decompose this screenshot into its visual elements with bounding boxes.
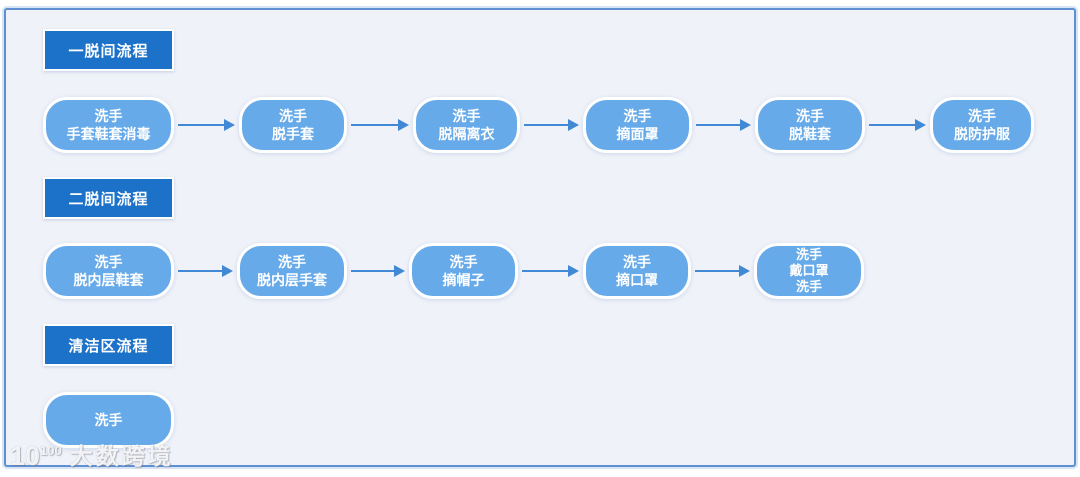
arrow-icon <box>695 265 750 277</box>
flow-node-label: 脱鞋套 <box>789 126 831 142</box>
flow-node-label: 洗手 <box>623 108 652 124</box>
flow-node-s1-1: 洗手手套鞋套消毒 <box>43 97 174 153</box>
flow-node-label: 戴口罩 <box>789 263 829 278</box>
arrow-icon <box>696 119 751 131</box>
flow-node-label: 洗手 <box>279 108 307 124</box>
flow-node-s1-4: 洗手摘面罩 <box>583 97 692 153</box>
flow-node-label: 洗手 <box>94 412 123 428</box>
flow-node-s1-6: 洗手脱防护服 <box>930 97 1034 153</box>
arrow-icon <box>178 265 233 277</box>
arrow-icon <box>351 119 409 131</box>
flow-node-label: 洗手 <box>623 254 651 270</box>
flow-node-label: 摘帽子 <box>442 272 485 288</box>
flow-node-label: 洗手 <box>968 108 996 124</box>
flow-node-s1-2: 洗手脱手套 <box>239 97 347 153</box>
flow-node-s2-5: 洗手戴口罩洗手 <box>754 243 864 299</box>
flow-node-s3-1: 洗手 <box>43 392 174 448</box>
arrow-icon <box>524 119 579 131</box>
flow-node-label: 摘口罩 <box>616 272 658 288</box>
flow-node-label: 洗手 <box>452 108 481 124</box>
diagram-frame <box>4 8 1076 467</box>
flow-node-label: 洗手 <box>94 254 123 270</box>
flow-node-label: 洗手 <box>795 279 822 294</box>
section-title-1: 一脱间流程 <box>43 29 174 71</box>
flow-node-label: 洗手 <box>796 108 824 124</box>
flow-node-label: 洗手 <box>449 254 478 270</box>
flow-node-s2-3: 洗手摘帽子 <box>409 243 518 299</box>
flow-node-label: 脱内层手套 <box>257 272 327 288</box>
flow-node-s1-3: 洗手脱隔离衣 <box>413 97 520 153</box>
flow-node-s1-5: 洗手脱鞋套 <box>755 97 865 153</box>
flow-node-label: 洗手 <box>94 108 123 124</box>
flow-node-s2-2: 洗手脱内层手套 <box>237 243 347 299</box>
watermark: 10100 大数跨境 <box>10 438 174 471</box>
flow-node-label: 脱内层鞋套 <box>73 272 144 288</box>
flow-node-label: 脱手套 <box>272 126 314 142</box>
flow-node-label: 脱隔离衣 <box>438 126 495 142</box>
flow-node-label: 洗手 <box>278 254 306 270</box>
flow-node-label: 手套鞋套消毒 <box>66 126 151 142</box>
arrow-icon <box>178 119 235 131</box>
arrow-icon <box>869 119 926 131</box>
flow-node-label: 洗手 <box>795 247 822 262</box>
watermark-logo-icon: 10100 <box>10 441 62 471</box>
arrow-icon <box>522 265 579 277</box>
arrow-icon <box>351 265 405 277</box>
watermark-brand-text: 大数跨境 <box>69 443 174 469</box>
flow-node-label: 脱防护服 <box>954 126 1010 142</box>
flow-node-s2-4: 洗手摘口罩 <box>583 243 691 299</box>
section-title-2: 二脱间流程 <box>43 177 174 219</box>
section-title-3: 清洁区流程 <box>43 324 174 366</box>
flow-node-label: 摘面罩 <box>616 126 659 142</box>
flow-node-s2-1: 洗手脱内层鞋套 <box>43 243 174 299</box>
